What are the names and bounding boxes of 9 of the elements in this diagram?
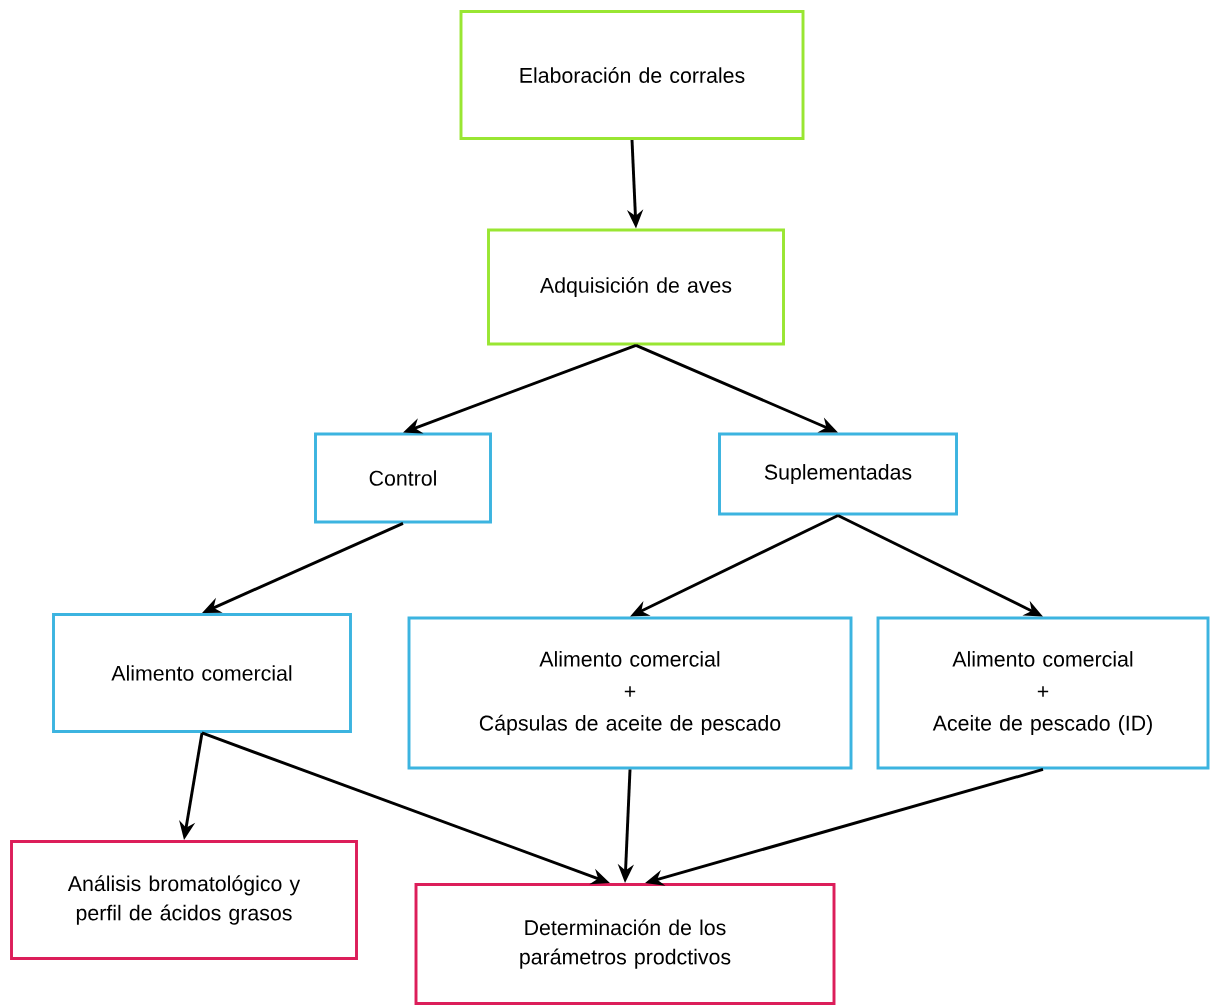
- process-box: Elaboración de corrales: [459, 10, 805, 140]
- process-box: Alimento comercial + Cápsulas de aceite de pescado: [407, 616, 853, 770]
- process-box: Alimento comercial: [52, 613, 352, 733]
- process-box: Análisis bromatológico y perfil de ácidos grasos: [10, 840, 358, 960]
- process-box: Adquisición de aves: [487, 228, 785, 346]
- process-box: Determinación de los parámetros prodctivos: [414, 883, 836, 1005]
- process-box: Alimento comercial + Aceite de pescado (ID): [876, 616, 1210, 770]
- process-box: Suplementadas: [718, 432, 958, 516]
- process-box: Control: [314, 432, 492, 524]
